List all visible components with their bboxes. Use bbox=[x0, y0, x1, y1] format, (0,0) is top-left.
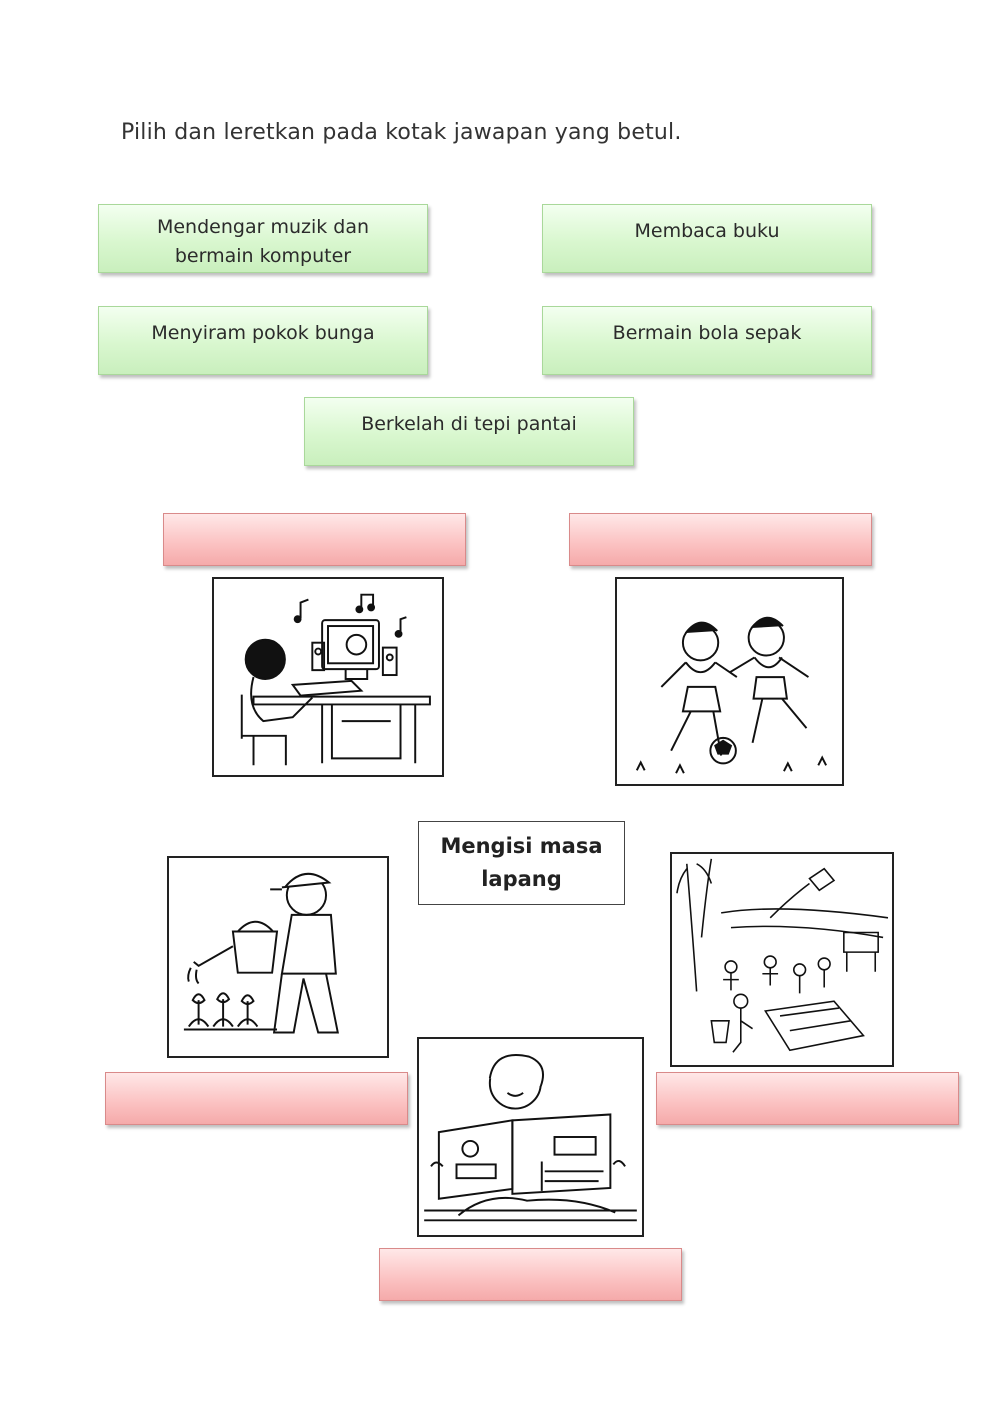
instruction-text: Pilih dan leretkan pada kotak jawapan ya… bbox=[121, 120, 682, 145]
drop-zone-football[interactable] bbox=[569, 513, 872, 566]
center-topic-box: Mengisi masa lapang bbox=[418, 821, 625, 905]
football-picture bbox=[615, 577, 844, 786]
option-label: Membaca buku bbox=[634, 220, 780, 242]
option-bermain-bola[interactable]: Bermain bola sepak bbox=[542, 306, 872, 375]
drop-zone-watering[interactable] bbox=[105, 1072, 408, 1125]
option-mendengar-muzik[interactable]: Mendengar muzik dan bermain komputer bbox=[98, 204, 428, 273]
option-label: Menyiram pokok bunga bbox=[151, 322, 375, 344]
watering-flowers-picture bbox=[167, 856, 389, 1058]
drop-zone-computer[interactable] bbox=[163, 513, 466, 566]
computer-music-picture bbox=[212, 577, 444, 777]
center-topic-line2: lapang bbox=[481, 867, 562, 891]
option-label: Berkelah di tepi pantai bbox=[361, 413, 577, 435]
option-menyiram-pokok[interactable]: Menyiram pokok bunga bbox=[98, 306, 428, 375]
option-membaca-buku[interactable]: Membaca buku bbox=[542, 204, 872, 273]
option-label-line1: Mendengar muzik dan bbox=[156, 216, 370, 238]
option-berkelah[interactable]: Berkelah di tepi pantai bbox=[304, 397, 634, 466]
option-label: Bermain bola sepak bbox=[612, 322, 802, 344]
drop-zone-picnic[interactable] bbox=[656, 1072, 959, 1125]
music-note-icon bbox=[293, 593, 407, 638]
center-topic-line1: Mengisi masa bbox=[440, 834, 603, 858]
reading-book-picture bbox=[417, 1037, 644, 1237]
option-label: Mendengar muzik dan bermain komputer bbox=[157, 213, 369, 271]
drop-zone-reading[interactable] bbox=[379, 1248, 682, 1301]
beach-picnic-picture bbox=[670, 852, 894, 1067]
option-label-line2: bermain komputer bbox=[174, 245, 352, 267]
